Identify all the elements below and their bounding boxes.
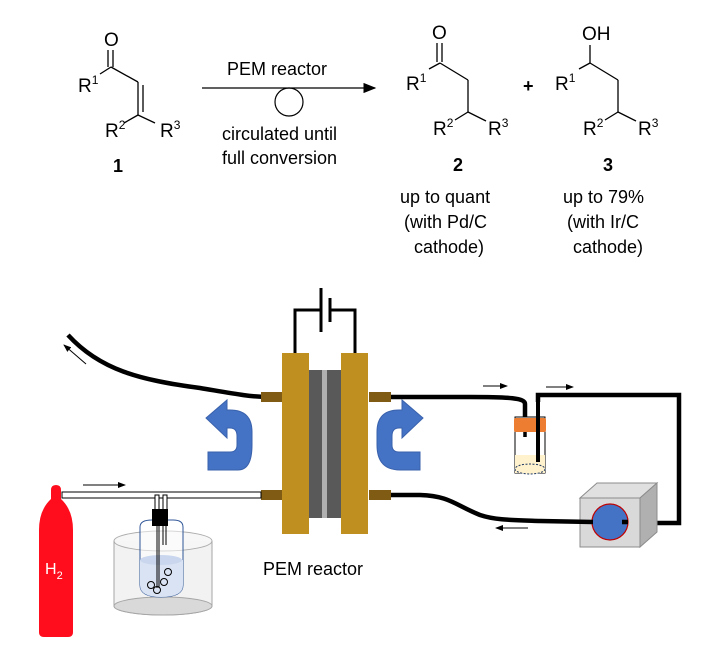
cathode-top-fitting <box>369 392 391 402</box>
product2-yield-line2: (with Pd/C <box>404 212 487 232</box>
compound-number-1: 1 <box>113 156 123 176</box>
cathode-bottom-fitting <box>369 490 391 500</box>
compound-number-3: 3 <box>603 155 613 175</box>
bubbler-stopper <box>152 509 168 526</box>
pem-reactor <box>282 353 368 534</box>
product2-r2: R2 <box>433 116 454 140</box>
product3-hydroxyl: OH <box>582 24 611 45</box>
reactant-r1: R1 <box>78 73 99 97</box>
product-2-structure: O R1 R2 R3 2 up to quant (with Pd/C cath… <box>400 23 509 257</box>
compound-number-2: 2 <box>453 155 463 175</box>
cathode-return-tube <box>391 492 594 525</box>
anode-flow-uturn-arrow-icon <box>205 398 253 471</box>
hydrogen-gas-line <box>61 482 262 520</box>
product2-carbonyl-oxygen: O <box>432 23 447 44</box>
product3-yield-line2: (with Ir/C <box>567 212 639 232</box>
vial-cap <box>514 418 546 432</box>
product-3-structure: OH R1 R2 R3 3 up to 79% (with Ir/C catho… <box>555 24 659 257</box>
product2-yield-line1: up to quant <box>400 187 490 207</box>
reactant-1-structure: O R1 R2 R3 1 <box>78 30 181 176</box>
cathode-outlet-tube <box>391 394 528 437</box>
product3-yield-line3: cathode) <box>573 237 643 257</box>
exhaust-tube <box>66 333 269 400</box>
product2-yield-line3: cathode) <box>414 237 484 257</box>
pump-inlet-tube <box>535 392 682 526</box>
product3-r1: R1 <box>555 71 576 95</box>
proton-exchange-membrane <box>322 370 327 518</box>
arrow-label-bottom-line1: circulated until <box>222 124 337 144</box>
cathode-plate <box>341 353 368 534</box>
hydrogen-cylinder: H2 <box>39 485 73 637</box>
plus-sign: + <box>523 76 534 96</box>
product2-r3: R3 <box>488 116 509 140</box>
circulation-circle-icon <box>274 87 304 117</box>
pem-reactor-label: PEM reactor <box>263 559 363 579</box>
anode-plate <box>282 353 309 534</box>
arrow-label-top: PEM reactor <box>227 59 327 79</box>
product3-r2: R2 <box>583 116 604 140</box>
exhaust-flow-arrow-icon <box>63 344 87 365</box>
reactant-r3: R3 <box>160 118 181 142</box>
cathode-flow-uturn-arrow-icon <box>376 398 424 471</box>
product3-yield-line1: up to 79% <box>563 187 644 207</box>
reactant-carbonyl-oxygen: O <box>104 30 119 51</box>
product3-r3: R3 <box>638 116 659 140</box>
reaction-arrow: PEM reactor circulated until full conver… <box>202 59 377 168</box>
anode-top-fitting <box>261 392 286 402</box>
power-supply-battery-icon <box>293 288 357 354</box>
reactant-r2: R2 <box>105 118 126 142</box>
product2-r1: R1 <box>406 71 427 95</box>
arrow-label-bottom-line2: full conversion <box>222 148 337 168</box>
water-bubbler <box>113 509 213 616</box>
anode-bottom-fitting <box>261 490 286 500</box>
peristaltic-pump <box>578 481 659 549</box>
reservoir-vial <box>514 402 546 475</box>
cylinder-label: H2 <box>45 561 63 582</box>
